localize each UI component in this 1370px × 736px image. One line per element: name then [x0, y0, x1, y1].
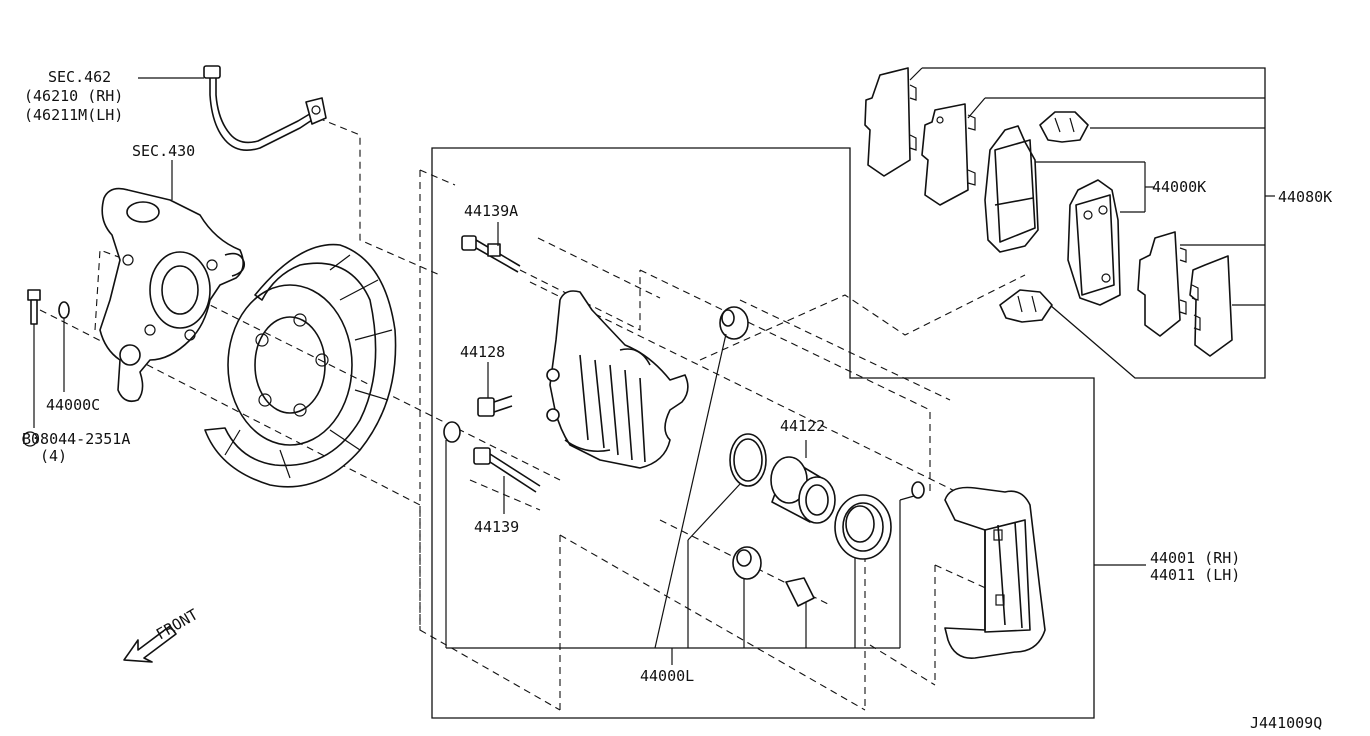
caliper-bracket	[944, 486, 1046, 659]
steering-knuckle	[99, 187, 246, 403]
pad-shim-rear	[1189, 255, 1233, 357]
assembly-dashed-lines	[39, 117, 1031, 711]
pad-kit-frame	[922, 67, 1266, 379]
piston-seal	[729, 433, 767, 487]
dust-shield	[204, 243, 397, 488]
label-44139: 44139	[474, 518, 519, 536]
leader-44000l	[445, 333, 915, 665]
label-sec462-rh: (46210 (RH)	[24, 87, 123, 105]
pin-boot-upper	[719, 306, 749, 340]
leader-44080k	[909, 67, 1275, 306]
pad-shim-inner-rear	[1137, 231, 1187, 337]
anti-rattle-clip-lower	[999, 289, 1053, 323]
pad-shim-outer	[864, 67, 917, 177]
small-sleeve	[911, 481, 925, 499]
caliper-kit-frame	[431, 147, 1095, 719]
label-bolt: B08044-2351A	[22, 430, 130, 448]
bleeder-44128	[443, 395, 513, 443]
brake-pad-inner	[1067, 179, 1121, 306]
label-bolt-qty: (4)	[40, 447, 67, 465]
bleeder-cap	[785, 577, 815, 607]
pin-boot-lower	[732, 546, 762, 580]
label-44011: 44011 (LH)	[1150, 566, 1240, 584]
guide-pin-44139	[473, 447, 541, 493]
hub-bolt	[27, 289, 41, 325]
piston-boot	[834, 494, 892, 560]
brake-hose	[203, 65, 327, 151]
guide-pin-44139a	[461, 235, 521, 273]
label-44000l: 44000L	[640, 667, 694, 685]
label-sec462-lh: (46211M(LH)	[24, 106, 123, 124]
front-arrow-icon	[123, 625, 177, 663]
label-diagram-id: J441009Q	[1250, 714, 1322, 732]
label-44139a: 44139A	[464, 202, 518, 220]
piston-44122	[770, 456, 836, 524]
washer-44000c	[58, 301, 70, 319]
label-44001: 44001 (RH)	[1150, 549, 1240, 567]
label-44080k: 44080K	[1278, 188, 1332, 206]
bolt-circle-marker	[22, 431, 38, 447]
caliper-body	[546, 290, 689, 469]
anti-rattle-clip-upper	[1039, 111, 1089, 143]
label-44000c: 44000C	[46, 396, 100, 414]
leader-44000k	[1035, 161, 1155, 213]
label-44000k: 44000K	[1152, 178, 1206, 196]
label-44122: 44122	[780, 417, 825, 435]
brake-pad-outer	[984, 125, 1039, 253]
label-44128: 44128	[460, 343, 505, 361]
pad-shim-inner	[921, 103, 976, 206]
label-sec462: SEC.462	[48, 68, 111, 86]
label-sec430: SEC.430	[132, 142, 195, 160]
label-front: FRONT	[153, 605, 201, 643]
